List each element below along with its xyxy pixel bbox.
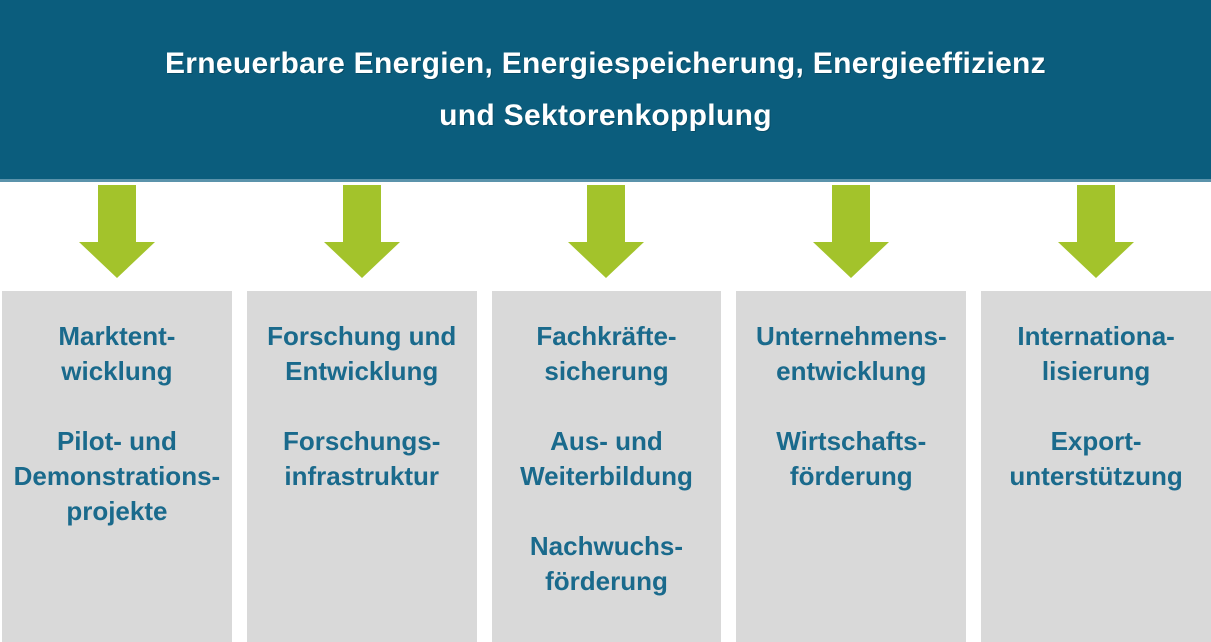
category-box-fachkraeftesicherung: Fachkräfte- sicherung Aus- und Weiterbil…: [491, 291, 722, 642]
down-arrow-icon: [813, 185, 890, 278]
category-item: Export- unterstützung: [1009, 426, 1183, 491]
category-box-unternehmensentwicklung: Unternehmens- entwicklung Wirtschafts- f…: [736, 291, 967, 642]
category-box-marktentwicklung: Marktent- wicklung Pilot- und Demonstrat…: [2, 291, 232, 642]
down-arrow-icon: [323, 185, 400, 278]
arrows-row: [2, 185, 1211, 278]
category-item: Unternehmens- entwicklung: [755, 321, 947, 386]
category-item: Internationa- lisierung: [1017, 321, 1175, 386]
category-item: Aus- und Weiterbildung: [520, 426, 693, 491]
category-item: Nachwuchs- förderung: [529, 531, 684, 596]
category-item: Wirtschafts- förderung: [776, 426, 927, 491]
down-arrow-icon: [1058, 185, 1135, 278]
title-line-1: Erneuerbare Energien, Energiespeicherung…: [165, 46, 1046, 80]
title-line-2: und Sektorenkopplung: [439, 98, 772, 132]
category-item: Marktent- wicklung: [58, 321, 176, 386]
arrow-cell-4: [736, 185, 966, 278]
arrow-cell-3: [492, 185, 722, 278]
category-item: Pilot- und Demonstrations- projekte: [13, 426, 221, 526]
category-box-forschung-und-entwicklung: Forschung und Entwicklung Forschungs- in…: [246, 291, 477, 642]
down-arrow-icon: [78, 185, 155, 278]
category-item: Fachkräfte- sicherung: [536, 321, 677, 386]
category-item: Forschungs- infrastruktur: [282, 426, 441, 491]
title-banner: Erneuerbare Energien, Energiespeicherung…: [0, 0, 1211, 182]
boxes-row: Marktent- wicklung Pilot- und Demonstrat…: [2, 291, 1211, 642]
arrow-cell-2: [247, 185, 477, 278]
arrow-cell-5: [981, 185, 1211, 278]
category-box-internationalisierung: Internationa- lisierung Export- unterstü…: [981, 291, 1211, 642]
down-arrow-icon: [568, 185, 645, 278]
arrow-cell-1: [2, 185, 232, 278]
category-item: Forschung und Entwicklung: [267, 321, 457, 386]
